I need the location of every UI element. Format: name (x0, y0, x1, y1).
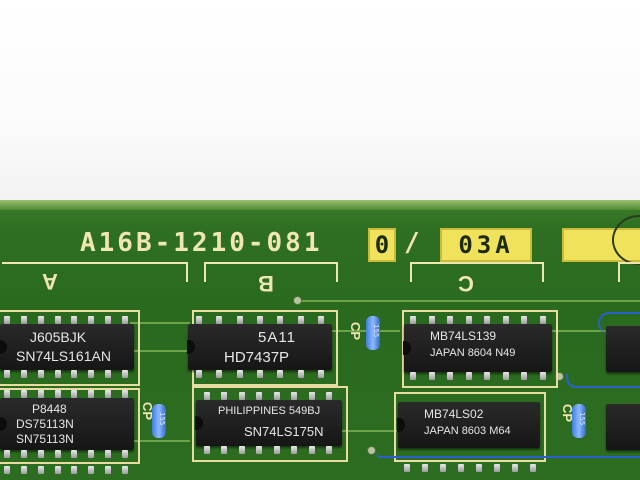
board-edge (0, 200, 640, 210)
chip-notch (187, 340, 195, 354)
column-bracket-d (618, 262, 640, 282)
component-outline (192, 386, 348, 462)
component-outline (0, 388, 140, 464)
capacitor-marking: 155 (578, 412, 586, 426)
chip-pins (4, 316, 128, 324)
ic-chip-mb74ls02: MB74LS02 JAPAN 8603 M64 (397, 402, 540, 448)
chip-pins (410, 372, 546, 380)
chip-label-line2: JAPAN 8603 M64 (424, 425, 511, 437)
cp-label: CP (560, 404, 575, 423)
chip-pins (196, 370, 324, 378)
chip-pins (4, 450, 128, 458)
capacitor: 155 (152, 404, 166, 438)
chip-pins (410, 316, 546, 324)
column-label-c: C (458, 271, 474, 296)
capacitor-marking: 155 (158, 412, 166, 426)
chip-label-line1: MB74LS139 (430, 329, 497, 343)
chip-label-line1: MB74LS02 (424, 407, 484, 421)
selector-digit-box: 0 (368, 228, 396, 262)
ic-chip-sn74ls161an: J605BJK SN74LS161AN (0, 324, 134, 370)
chip-pins (4, 390, 128, 398)
pcb-trace (340, 430, 400, 432)
chip-label-line1: J605BJK (30, 329, 87, 345)
ic-chip-sn74ls175n: PHILIPPINES 549BJ SN74LS175N (195, 400, 342, 446)
capacitor: 155 (366, 316, 380, 350)
chip-pins (4, 370, 128, 378)
chip-label-line2: DS75113N (16, 417, 74, 431)
separator-slash: / (404, 228, 423, 258)
chip-label-line3: SN75113N (16, 432, 74, 446)
ic-chip-hd7437p: 5A11 HD7437P (187, 324, 332, 370)
column-label-a: A (42, 269, 58, 294)
chip-pins (196, 316, 324, 324)
component-outline (0, 310, 140, 386)
chip-notch (195, 416, 203, 430)
white-background (0, 0, 640, 205)
via (367, 446, 376, 455)
chip-label-line2: JAPAN 8604 N49 (430, 347, 516, 359)
pcb-trace (300, 300, 640, 302)
chip-notch (0, 417, 7, 431)
chip-notch (0, 340, 7, 354)
column-bracket-a (2, 262, 188, 282)
component-outline (394, 392, 546, 462)
capacitor-marking: 155 (372, 324, 380, 338)
chip-label-line1: P8448 (32, 402, 67, 416)
pcb-trace (130, 440, 190, 442)
jumper-wire (598, 312, 640, 334)
ic-chip-partial (606, 326, 640, 372)
chip-notch (403, 341, 411, 355)
chip-pins (4, 466, 128, 474)
pcb-trace (130, 350, 190, 352)
via (555, 372, 564, 381)
chip-label-line2: HD7437P (224, 349, 290, 366)
column-label-b: B (258, 271, 274, 296)
jumper-wire (566, 374, 640, 388)
chip-pins (204, 392, 332, 400)
cp-label: CP (348, 322, 363, 341)
chip-label-line2: SN74LS175N (244, 424, 324, 439)
ic-chip-ds75113n: P8448 DS75113N SN75113N (0, 398, 134, 450)
pcb-trace (130, 322, 190, 324)
column-bracket-c (410, 262, 544, 282)
pcb-trace (330, 330, 400, 332)
ic-chip-partial (606, 404, 640, 450)
chip-pins (204, 446, 332, 454)
pcb-trace (550, 330, 640, 332)
part-number: A16B-1210-081 (80, 228, 323, 258)
revision-box: 03A (440, 228, 532, 262)
chip-label-line2: SN74LS161AN (16, 348, 111, 364)
column-bracket-b (204, 262, 338, 282)
chip-label-line1: PHILIPPINES 549BJ (218, 405, 321, 417)
chip-label-line1: 5A11 (258, 329, 296, 346)
ic-chip-mb74ls139: MB74LS139 JAPAN 8604 N49 (403, 324, 552, 372)
via (293, 296, 302, 305)
cp-label: CP (140, 402, 155, 421)
chip-notch (397, 418, 405, 432)
jumper-wire (376, 448, 640, 458)
chip-pins (404, 464, 536, 472)
capacitor: 155 (572, 404, 586, 438)
